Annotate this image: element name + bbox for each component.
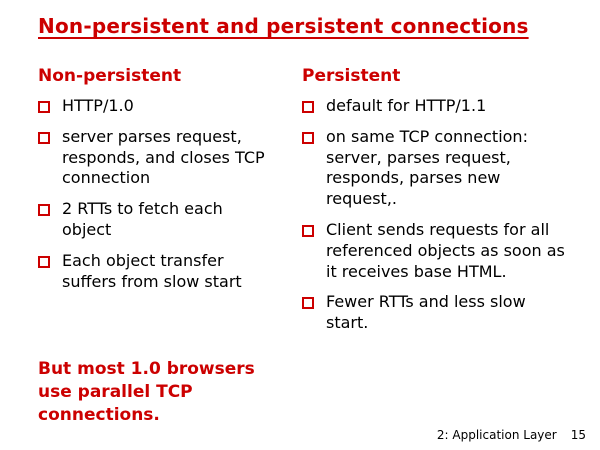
slide-footer: 2: Application Layer 15 [437, 428, 586, 442]
bullet-text: HTTP/1.0 [62, 96, 134, 115]
list-item: default for HTTP/1.1 [302, 96, 570, 117]
list-item: on same TCP connection: server, parses r… [302, 127, 570, 210]
left-column-header: Non-persistent [38, 66, 182, 86]
square-bullet-icon [302, 131, 314, 144]
square-bullet-icon [302, 224, 314, 237]
bullet-text: default for HTTP/1.1 [326, 96, 487, 115]
square-bullet-icon [38, 101, 50, 113]
bullet-text: 2 RTTs to fetch each object [62, 199, 223, 239]
bullet-text: Fewer RTTs and less slow start. [326, 292, 526, 333]
list-item: Fewer RTTs and less slow start. [302, 292, 570, 334]
square-bullet-icon [302, 101, 314, 113]
footer-page-number: 15 [570, 428, 586, 442]
square-bullet-icon [38, 255, 50, 268]
list-item: HTTP/1.0 [38, 96, 276, 117]
content-columns: Non-persistent HTTP/1.0 server parses re… [38, 66, 582, 344]
list-item: Client sends requests for all referenced… [302, 220, 570, 282]
square-bullet-icon [302, 297, 314, 310]
footer-section-label: 2: Application Layer [436, 428, 557, 442]
bullet-text: Each object transfer suffers from slow s… [62, 250, 242, 291]
left-column: Non-persistent HTTP/1.0 server parses re… [38, 66, 276, 344]
right-column-header: Persistent [302, 66, 401, 86]
square-bullet-icon [38, 131, 50, 144]
right-column: Persistent default for HTTP/1.1 on same … [302, 66, 570, 344]
bullet-text: Client sends requests for all referenced… [326, 219, 565, 281]
slide-title: Non-persistent and persistent connection… [38, 14, 529, 38]
bullet-text: server parses request, responds, and clo… [62, 126, 265, 188]
list-item: Each object transfer suffers from slow s… [38, 251, 276, 293]
square-bullet-icon [38, 204, 50, 217]
list-item: server parses request, responds, and clo… [38, 127, 276, 189]
list-item: 2 RTTs to fetch each object [38, 199, 276, 241]
bullet-text: on same TCP connection: server, parses r… [326, 126, 528, 209]
left-column-note: But most 1.0 browsers use parallel TCP c… [38, 359, 255, 425]
